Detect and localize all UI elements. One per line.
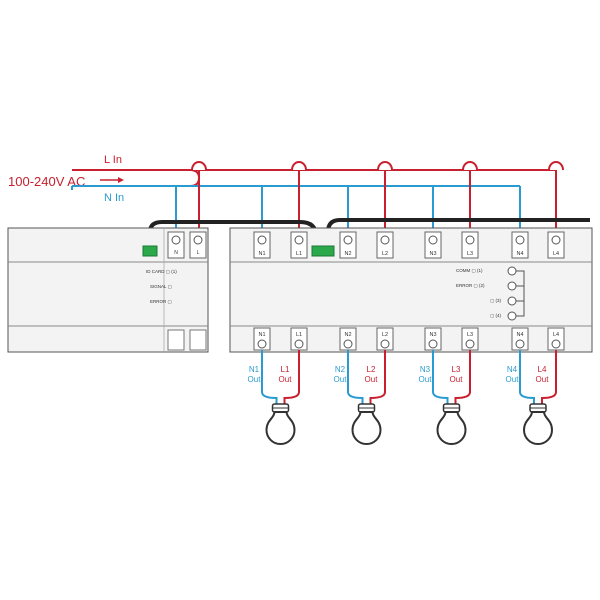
neutral-out-label: N3 (420, 365, 431, 374)
neutral-in-label: N In (104, 192, 124, 204)
neutral-out-label: N4 (507, 365, 518, 374)
live-out-wire (369, 350, 386, 404)
relay-bottom-terminal-label: N2 (344, 332, 351, 338)
live-out-wire (454, 350, 471, 404)
relay-bottom-terminal-label: L1 (296, 332, 302, 338)
live-drop-joints (198, 170, 557, 178)
neutral-out-wire (519, 350, 535, 404)
relay-switch-buttons (507, 266, 525, 321)
neutral-out-sublabel: Out (248, 375, 262, 384)
relay-status-2: ERROR ▢ (2) (456, 283, 485, 288)
neutral-out-wire (261, 350, 278, 404)
live-out-label: L2 (367, 365, 376, 374)
controller-module: N L ID CARD ▢ (1) SIGNAL ▢ ERROR ▢ (7, 227, 209, 353)
relay-bottom-terminal-label: L4 (553, 332, 559, 338)
relay-top-terminal-label: N2 (344, 251, 351, 257)
live-hopovers (191, 161, 564, 171)
relay-bottom-terminal-n3: N3 (424, 327, 442, 351)
relay-bottom-terminal-l1: L1 (290, 327, 308, 351)
relay-status-4: ▢ (4) (490, 313, 502, 318)
neutral-out-label: N1 (249, 365, 260, 374)
relay-bottom-terminal-n2: N2 (339, 327, 357, 351)
light-bulb-icon (265, 403, 296, 445)
relay-bottom-terminal-label: L3 (467, 332, 473, 338)
light-bulb-icon (351, 403, 382, 445)
svg-text:L: L (197, 250, 200, 256)
relay-top-terminal-l2: L2 (376, 231, 394, 259)
relay-bottom-terminal-label: L2 (382, 332, 388, 338)
controller-status-1: ID CARD ▢ (1) (146, 269, 177, 274)
right-arrow-icon (100, 177, 124, 183)
relay-status-3: ▢ (3) (490, 298, 502, 303)
live-supply-line (72, 169, 201, 187)
relay-bottom-terminal-label: N1 (258, 332, 265, 338)
controller-terminals: N L (167, 231, 207, 259)
live-in-label: L In (104, 154, 122, 166)
live-out-label: L3 (452, 365, 461, 374)
relay-top-terminal-label: L3 (467, 251, 473, 257)
relay-top-terminal-label: L4 (553, 251, 559, 257)
relay-bottom-terminal-label: N4 (516, 332, 523, 338)
neutral-main-bus (71, 185, 520, 190)
live-out-wire (541, 350, 557, 404)
live-out-wire (283, 350, 300, 404)
light-bulb-icon (436, 403, 467, 445)
relay-top-terminal-label: N4 (516, 251, 523, 257)
live-out-sublabel: Out (450, 375, 464, 384)
voltage-label: 100-240V AC (8, 174, 85, 189)
neutral-out-wire (347, 350, 364, 404)
neutral-out-sublabel: Out (334, 375, 348, 384)
live-out-sublabel: Out (536, 375, 550, 384)
live-out-label: L4 (538, 365, 547, 374)
live-out-sublabel: Out (365, 375, 379, 384)
relay-top-terminal-n1: N1 (253, 231, 271, 259)
relay-top-terminal-l4: L4 (547, 231, 565, 259)
relay-bottom-terminal-label: N3 (429, 332, 436, 338)
live-out-sublabel: Out (279, 375, 293, 384)
controller-status-2: SIGNAL ▢ (150, 284, 173, 289)
relay-top-terminal-l3: L3 (461, 231, 479, 259)
relay-top-terminal-label: L2 (382, 251, 388, 257)
controller-status-3: ERROR ▢ (150, 299, 173, 304)
svg-text:N: N (174, 250, 178, 256)
relay-bottom-terminal-n4: N4 (511, 327, 529, 351)
neutral-out-label: N2 (335, 365, 346, 374)
relay-bottom-terminal-l3: L3 (461, 327, 479, 351)
neutral-out-sublabel: Out (419, 375, 433, 384)
relay-top-terminal-l1: L1 (290, 231, 308, 259)
light-bulb-icon (522, 403, 554, 445)
relay-top-terminal-label: N3 (429, 251, 436, 257)
relay-bus-connector (311, 245, 335, 257)
relay-top-terminal-label: N1 (258, 251, 265, 257)
relay-top-terminal-n3: N3 (424, 231, 442, 259)
live-out-label: L1 (281, 365, 290, 374)
relay-bottom-terminal-l2: L2 (376, 327, 394, 351)
relay-top-terminals: N1 L1 N2 L2 N3 L3 N4 L4 (253, 231, 565, 259)
relay-bottom-terminal-l4: L4 (547, 327, 565, 351)
relay-top-terminal-n4: N4 (511, 231, 529, 259)
relay-top-terminal-n2: N2 (339, 231, 357, 259)
neutral-out-sublabel: Out (506, 375, 520, 384)
relay-status-1: COMM ▢ (1) (456, 268, 483, 273)
neutral-out-wire (432, 350, 449, 404)
relay-top-terminal-label: L1 (296, 251, 302, 257)
relay-bottom-terminal-n1: N1 (253, 327, 271, 351)
bus-connector (142, 245, 158, 257)
